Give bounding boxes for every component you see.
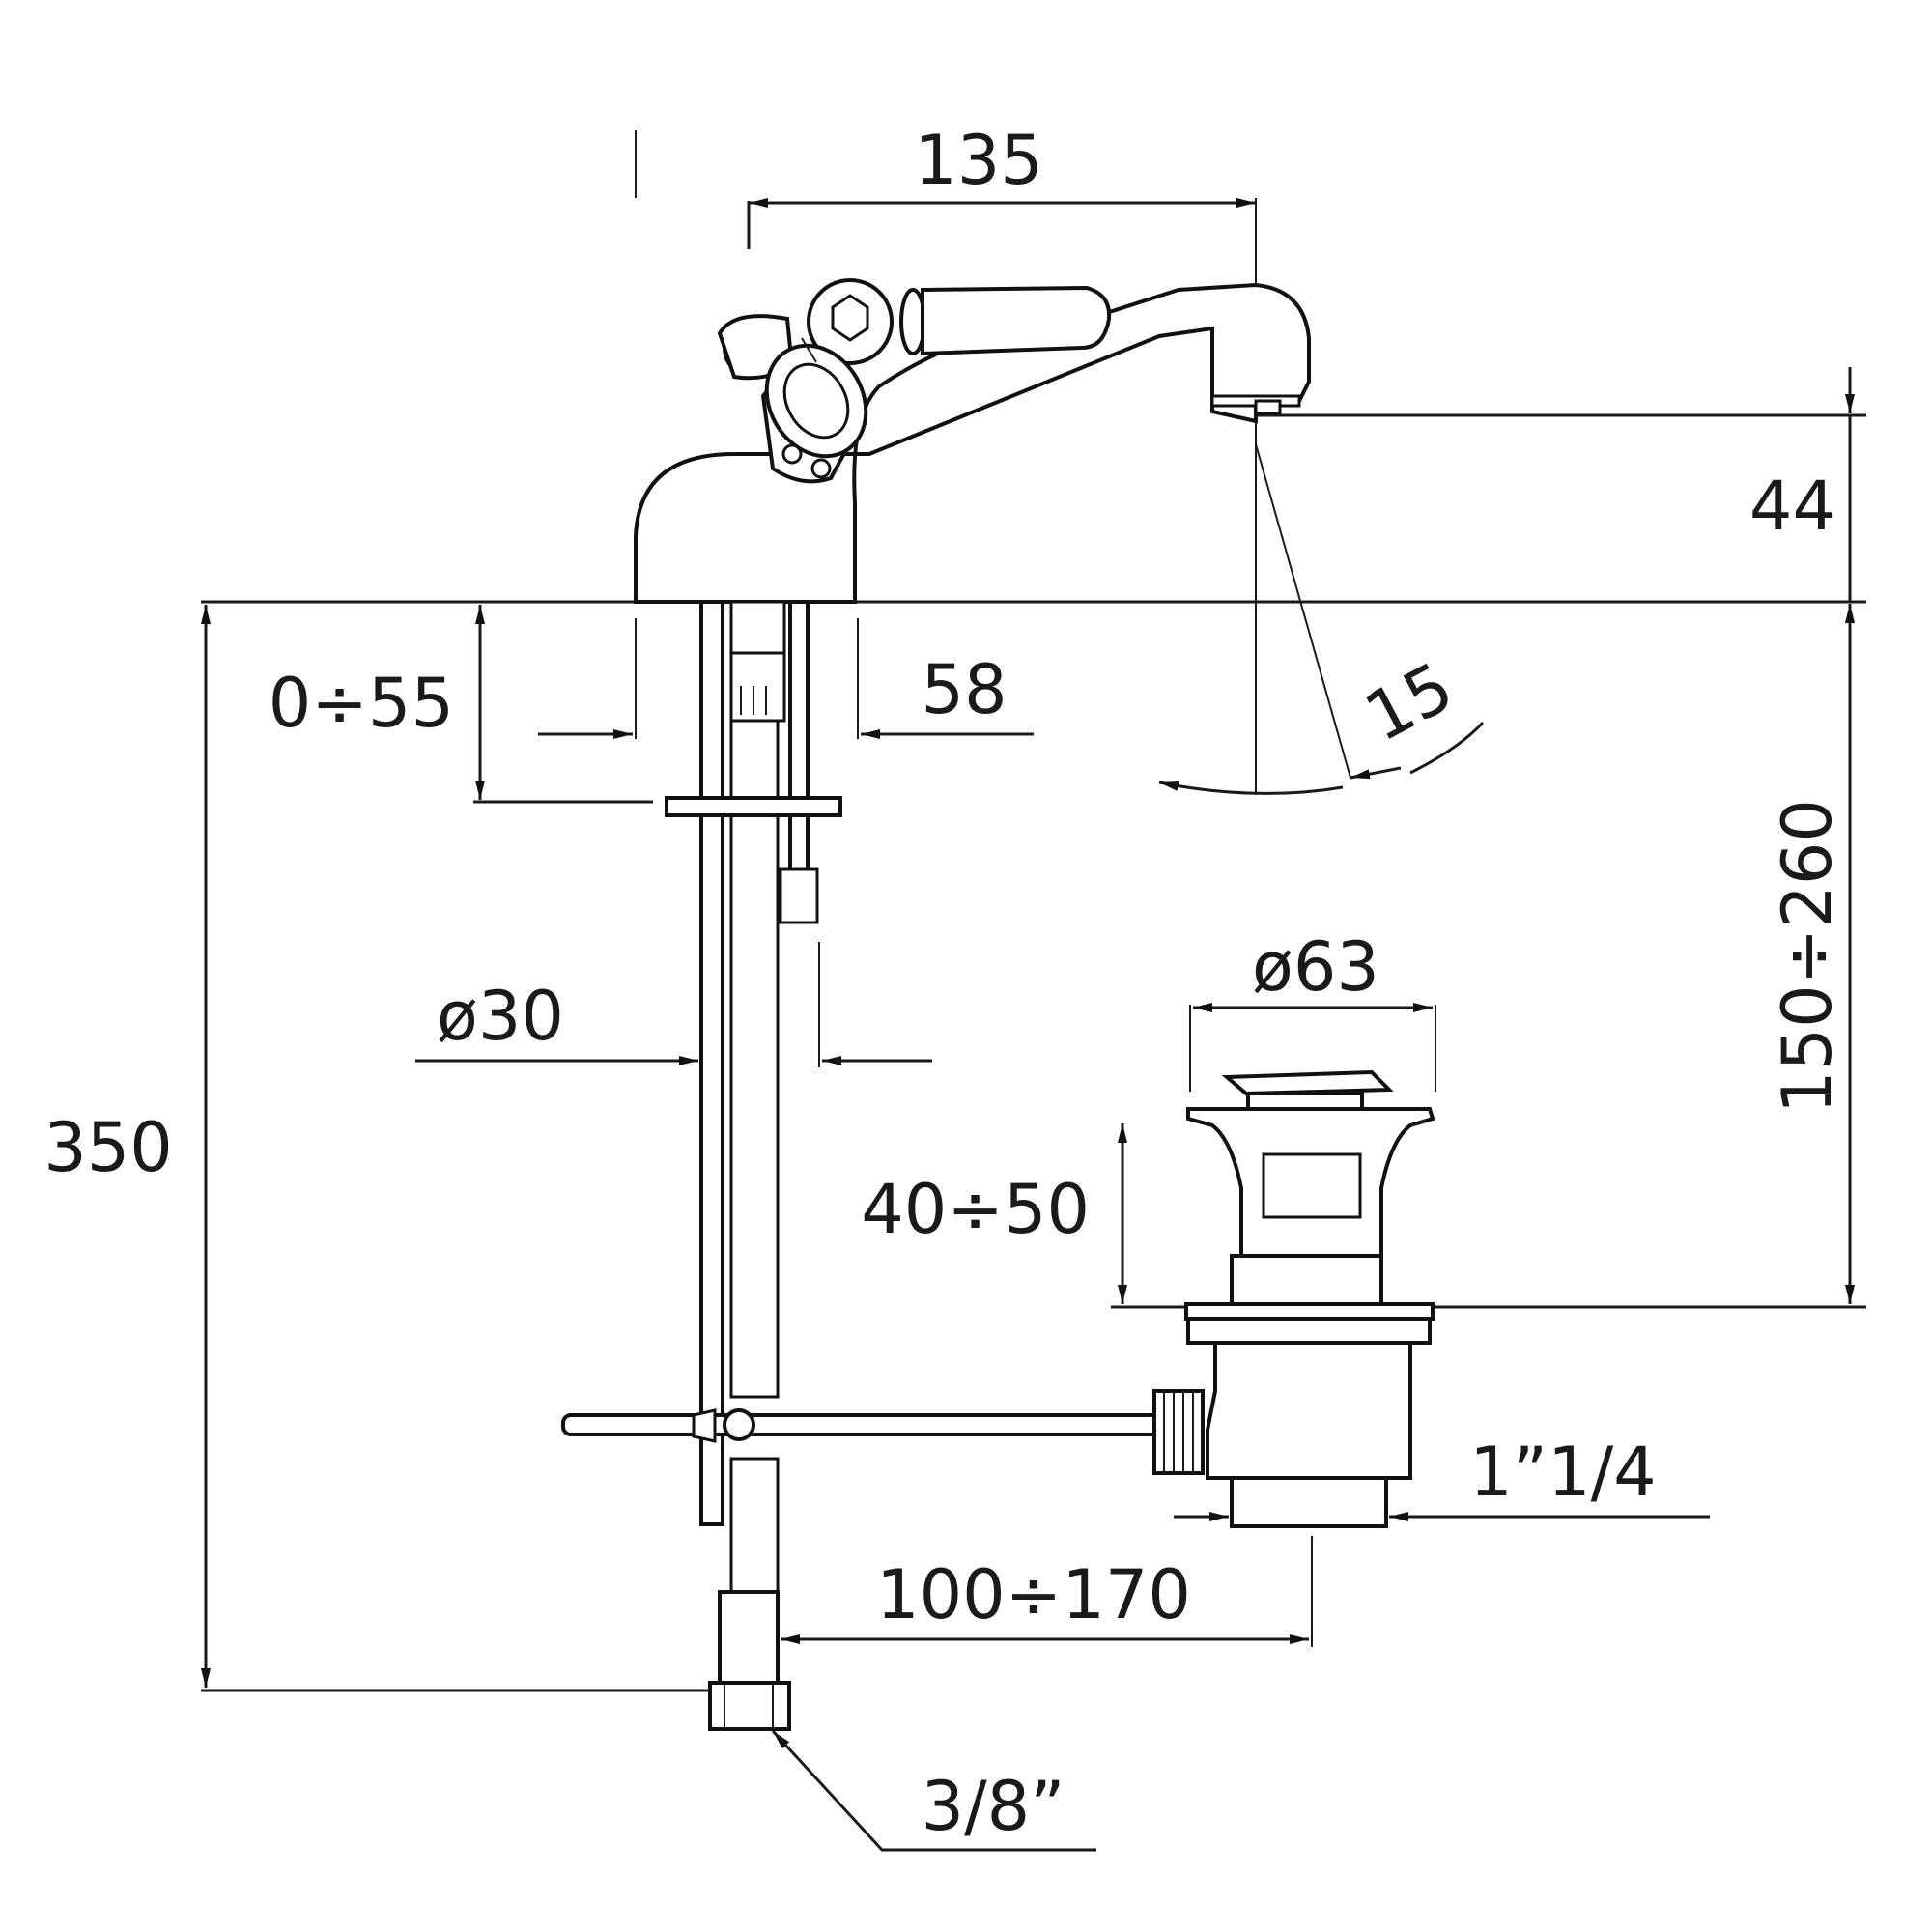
dim-pipe-length: 150÷260	[1768, 799, 1847, 1114]
dim-overall-height: 350	[43, 1108, 173, 1187]
tail-pipe	[665, 600, 842, 1731]
dim-spout-angle: 15	[1352, 647, 1465, 757]
dim-rod-distance: 100÷170	[876, 1555, 1191, 1634]
dimension-labels: 135 44 15 0÷55 58 ø30 350 150÷260 ø63 40…	[43, 121, 1847, 1846]
dimension-lines	[201, 198, 1855, 1852]
dim-tail-diameter: ø30	[437, 977, 564, 1056]
dim-spout-height: 44	[1749, 467, 1835, 546]
dim-spout-reach: 135	[914, 121, 1043, 200]
dim-body-width: 58	[921, 650, 1007, 729]
pop-up-waste	[1184, 1069, 1435, 1528]
cartridge	[760, 337, 868, 484]
dim-waste-adjust: 40÷50	[861, 1170, 1090, 1249]
dim-deck-thickness: 0÷55	[269, 664, 454, 743]
dim-waste-thread: 1”1/4	[1469, 1433, 1656, 1512]
pivot-rod	[561, 1389, 1205, 1475]
dim-waste-diameter: ø63	[1252, 927, 1379, 1007]
dim-supply-thread: 3/8”	[922, 1767, 1065, 1846]
lever-handle	[717, 278, 1112, 381]
